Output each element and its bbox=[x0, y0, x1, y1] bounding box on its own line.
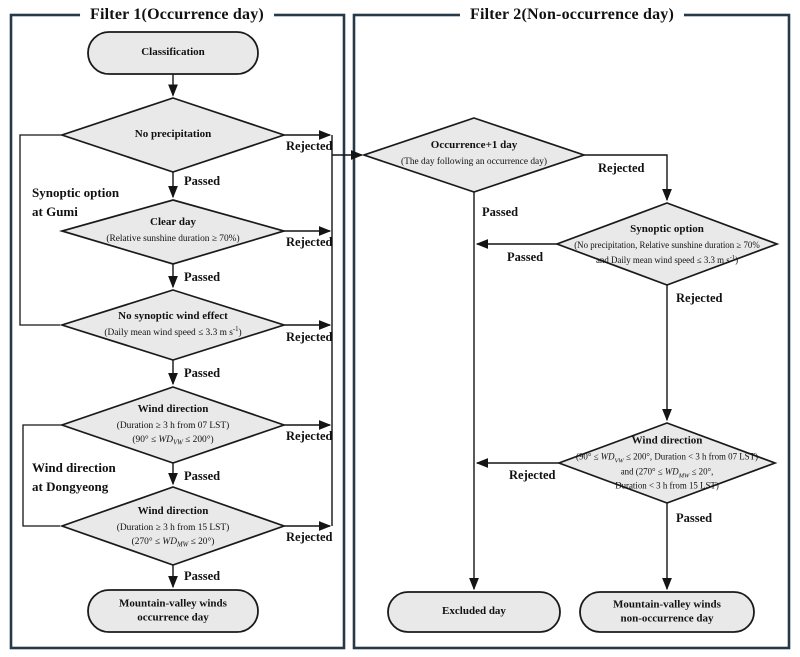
decision-condition: and (270° ≤ WDMW ≤ 20°, bbox=[620, 466, 714, 480]
terminal-label-line: Mountain-valley winds bbox=[613, 598, 721, 611]
rejected-label: Rejected bbox=[286, 530, 333, 544]
decision-condition: (No precipitation, Relative sunshine dur… bbox=[574, 240, 760, 251]
rejected-label: Rejected bbox=[286, 330, 333, 344]
passed-label: Passed bbox=[184, 366, 221, 380]
passed-label: Passed bbox=[482, 205, 519, 219]
clear-day-text: Clear day (Relative sunshine duration ≥ … bbox=[106, 216, 239, 244]
non-occurrence-day-terminal bbox=[579, 591, 755, 633]
rejected-label: Rejected bbox=[598, 161, 645, 175]
group-label-line: at Dongyeong bbox=[32, 478, 109, 494]
terminal-label-line: Mountain-valley winds bbox=[119, 597, 227, 610]
excluded-day-terminal bbox=[387, 591, 561, 633]
gumi-group-label: Synoptic option at Gumi bbox=[32, 184, 119, 222]
decision-condition: (270° ≤ WDMW ≤ 20°) bbox=[131, 536, 215, 549]
decision-title: Wind direction bbox=[631, 434, 703, 447]
terminal-label-line: non-occurrence day bbox=[620, 612, 714, 624]
decision-condition: (Duration ≥ 3 h from 15 LST) bbox=[116, 522, 230, 533]
decision-condition: (90° ≤ WDVW ≤ 200°) bbox=[132, 434, 214, 447]
wind-direction-evening-text: Wind direction (Duration ≥ 3 h from 15 L… bbox=[116, 504, 230, 549]
gumi-group-bracket bbox=[19, 134, 62, 326]
passed-label: Passed bbox=[184, 270, 221, 284]
rejected-label: Rejected bbox=[286, 235, 333, 249]
no-synoptic-wind-text: No synoptic wind effect (Daily mean wind… bbox=[104, 310, 241, 338]
dongyeong-group-label: Wind direction at Dongyeong bbox=[32, 459, 116, 497]
synoptic-option-text: Synoptic option (No precipitation, Relat… bbox=[574, 223, 760, 265]
decision-condition: (Relative sunshine duration ≥ 70%) bbox=[106, 233, 240, 244]
decision-title: Wind direction bbox=[137, 504, 209, 517]
wind-direction-evening-decision bbox=[59, 486, 287, 566]
decision-condition: Duration < 3 h from 15 LST) bbox=[615, 480, 719, 491]
decision-title: Occurrence+1 day bbox=[430, 138, 518, 151]
decision-title: No precipitation bbox=[134, 128, 212, 141]
filter1-title: Filter 1(Occurrence day) bbox=[80, 6, 274, 24]
passed-label: Passed bbox=[184, 469, 221, 483]
passed-label: Passed bbox=[507, 250, 544, 264]
terminal-label-line: Excluded day bbox=[442, 605, 506, 618]
non-occurrence-day-text: Mountain-valley winds non-occurrence day bbox=[613, 598, 721, 626]
terminal-label-line: occurrence day bbox=[137, 611, 209, 623]
decision-condition: (Daily mean wind speed ≤ 3.3 m s-1) bbox=[104, 325, 242, 338]
occurrence-plus-1-day-text: Occurrence+1 day (The day following an o… bbox=[401, 139, 547, 167]
wind-direction-decision bbox=[556, 422, 778, 504]
group-label-line: Wind direction bbox=[32, 460, 116, 475]
wind-direction-morning-decision bbox=[59, 386, 287, 464]
decision-condition: (90° ≤ WDVW ≤ 200°, Duration < 3 h from … bbox=[576, 451, 758, 465]
wind-direction-morning-text: Wind direction (Duration ≥ 3 h from 07 L… bbox=[116, 402, 230, 447]
decision-title: Wind direction bbox=[137, 402, 209, 415]
dongyeong-group-bracket bbox=[22, 424, 62, 527]
rejected-label: Rejected bbox=[286, 139, 333, 153]
flow-rejected-a bbox=[584, 154, 672, 202]
no-precipitation-text: No precipitation bbox=[135, 128, 212, 142]
occurrence-day-terminal bbox=[87, 589, 259, 633]
passed-label: Passed bbox=[184, 174, 221, 188]
decision-title: Clear day bbox=[150, 215, 196, 228]
excluded-day-text: Excluded day bbox=[442, 605, 506, 619]
passed-label: Passed bbox=[676, 511, 713, 525]
occurrence-day-text: Mountain-valley winds occurrence day bbox=[119, 597, 227, 625]
decision-condition: (Duration ≥ 3 h from 07 LST) bbox=[116, 420, 230, 431]
decision-condition: and Daily mean wind speed ≤ 3.3 m s-1) bbox=[595, 253, 739, 265]
classification-label: Classification bbox=[141, 46, 205, 59]
decision-title: No synoptic wind effect bbox=[118, 309, 228, 322]
rejected-label: Rejected bbox=[676, 291, 723, 305]
group-label-line: at Gumi bbox=[32, 203, 78, 219]
rejected-label: Rejected bbox=[509, 468, 556, 482]
passed-label: Passed bbox=[184, 569, 221, 583]
synoptic-option-decision bbox=[554, 202, 780, 286]
classification-terminal bbox=[87, 31, 259, 75]
decision-title: Synoptic option bbox=[630, 222, 704, 235]
classification-text: Classification bbox=[141, 46, 205, 60]
rejected-label: Rejected bbox=[286, 429, 333, 443]
group-label-line: Synoptic option bbox=[32, 185, 120, 200]
filter2-title: Filter 2(Non-occurrence day) bbox=[459, 6, 685, 24]
decision-condition: (The day following an occurrence day) bbox=[400, 156, 548, 167]
wind-direction-text: Wind direction (90° ≤ WDVW ≤ 200°, Durat… bbox=[576, 435, 758, 492]
no-synoptic-wind-decision bbox=[59, 289, 287, 361]
no-precipitation-decision bbox=[59, 97, 287, 173]
occurrence-plus-1-day-decision bbox=[361, 117, 587, 193]
clear-day-decision bbox=[58, 199, 288, 265]
